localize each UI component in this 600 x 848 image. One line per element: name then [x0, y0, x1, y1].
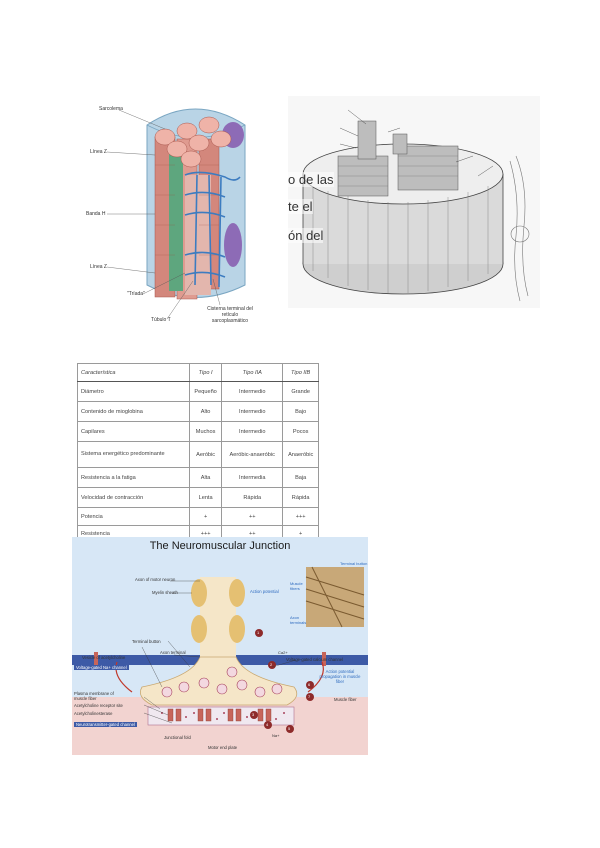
table-cell: Intermedio: [222, 402, 283, 422]
table-cell: ++: [222, 508, 283, 526]
table-cell: Baja: [283, 468, 319, 488]
table-cell: Sistema energético predominante: [78, 442, 190, 468]
nmj-label-axon-motor-neuron: Axon of motor neuron: [135, 577, 175, 582]
nmj-label-acetylcholinesterase: Acetylcholinesterase: [74, 711, 112, 716]
nmj-label-terminal-button: Terminal button: [132, 639, 161, 644]
nmj-label-myelin-sheath: Myelin sheath: [152, 590, 178, 595]
table-row: Sistema energético predominante Aeróbic …: [78, 442, 319, 468]
nmj-label-action-potential: Action potential: [250, 589, 279, 594]
table-row: Capilares Muchos Intermedio Pocos: [78, 422, 319, 442]
table-header-cell: Tipo I: [190, 364, 222, 382]
nmj-label-plasma-membrane: Plasma membrane of muscle fiber: [74, 691, 122, 701]
table-cell: +: [190, 508, 222, 526]
nmj-label-ach-receptor: Acetylcholine receptor site: [74, 703, 123, 708]
table-cell: Intermedio: [222, 422, 283, 442]
label-sarcolema: Sarcolema: [99, 106, 123, 112]
nmj-label-vesicle-ach: Vesicle of acetylcholine: [82, 655, 125, 660]
table-row: Diámetro Pequeño Intermedio Grande: [78, 382, 319, 402]
table-row: Potencia + ++ +++: [78, 508, 319, 526]
table-cell: Muchos: [190, 422, 222, 442]
muscle-fiber-diagram: [85, 95, 260, 335]
table-cell: Aeróbic-anaeróbic: [222, 442, 283, 468]
table-cell: Intermedia: [222, 468, 283, 488]
table-cell: Grande: [283, 382, 319, 402]
nmj-label-motor-end-plate: Motor end plate: [208, 745, 237, 750]
label-linea-z-bottom: Línea Z: [90, 264, 107, 270]
overlay-text-2: te el: [288, 199, 313, 214]
table-header-cell: Tipo IIB: [283, 364, 319, 382]
fiber-type-table: Característica Tipo I Tipo IIA Tipo IIB …: [77, 363, 319, 543]
table-cell: Rápida: [222, 488, 283, 508]
table-cell: Contenido de mioglobina: [78, 402, 190, 422]
nmj-label-inset-terminal-button: Terminal button: [340, 561, 367, 566]
table-header-row: Característica Tipo I Tipo IIA Tipo IIB: [78, 364, 319, 382]
table-cell: Pequeño: [190, 382, 222, 402]
table-row: Velocidad de contracción Lenta Rápida Rá…: [78, 488, 319, 508]
nmj-label-inset-muscle-fibers: Muscle fibers: [290, 581, 306, 591]
table-row: Resistencia a la fatiga Alta Intermedia …: [78, 468, 319, 488]
nmj-label-junctional-fold: Junctional fold: [164, 735, 191, 740]
label-banda-h: Banda H: [86, 211, 105, 217]
nmj-step-marker: 6: [308, 682, 310, 687]
table-cell: Alto: [190, 402, 222, 422]
label-triada: "Tríada": [127, 291, 145, 297]
table-row: Contenido de mioglobina Alto Intermedio …: [78, 402, 319, 422]
table-header-cell: Característica: [78, 364, 190, 382]
table-cell: Pocos: [283, 422, 319, 442]
nmj-label-vg-na-channel: Voltage-gated Na+ channel: [74, 665, 129, 670]
table-cell: Diámetro: [78, 382, 190, 402]
nmj-label-nt-gated-channel: Neurotransmitter-gated channel: [74, 722, 137, 727]
overlay-text-3: ón del: [288, 228, 323, 243]
label-cisterna: Cisterna terminal del retículo sarcoplas…: [206, 306, 254, 324]
table-cell: Alta: [190, 468, 222, 488]
table-cell: Resistencia a la fatiga: [78, 468, 190, 488]
label-tubulo-t: Túbulo T: [151, 317, 171, 323]
table-cell: Aeróbic: [190, 442, 222, 468]
nmj-label-muscle-fiber: Muscle fiber: [334, 697, 357, 702]
table-cell: Bajo: [283, 402, 319, 422]
nmj-label-na: Na+: [272, 733, 279, 738]
table-cell: Rápida: [283, 488, 319, 508]
label-linea-z-top: Línea Z: [90, 149, 107, 155]
table-cell: Intermedio: [222, 382, 283, 402]
overlay-text-1: o de las: [288, 172, 334, 187]
table-cell: Velocidad de contracción: [78, 488, 190, 508]
nmj-step-marker: 2: [270, 662, 272, 667]
nmj-label-axon-terminal: Axon terminal: [160, 650, 186, 655]
nmj-label-ap-propagation: Action potential propagation in muscle f…: [316, 669, 364, 684]
nmj-step-marker: 1: [257, 630, 259, 635]
nmj-label-ca: Ca2+: [278, 650, 288, 655]
table-cell: Lenta: [190, 488, 222, 508]
table-cell: Capilares: [78, 422, 190, 442]
table-header-cell: Tipo IIA: [222, 364, 283, 382]
nmj-label-ca-channel: Voltage-gated calcium channel: [286, 657, 343, 662]
muscle-crosssection-diagram: [288, 96, 540, 308]
neuromuscular-junction-figure: The Neuromuscular Junction: [72, 537, 368, 755]
nmj-step-marker: 7: [308, 694, 310, 699]
nmj-step-marker: 3: [252, 712, 254, 717]
nmj-step-marker: 5: [288, 726, 290, 731]
table-cell: Potencia: [78, 508, 190, 526]
nmj-label-inset-axon-terminals: Axon terminals: [290, 615, 306, 625]
nmj-step-marker: 4: [266, 722, 268, 727]
table-cell: Anaeróbic: [283, 442, 319, 468]
table-cell: +++: [283, 508, 319, 526]
